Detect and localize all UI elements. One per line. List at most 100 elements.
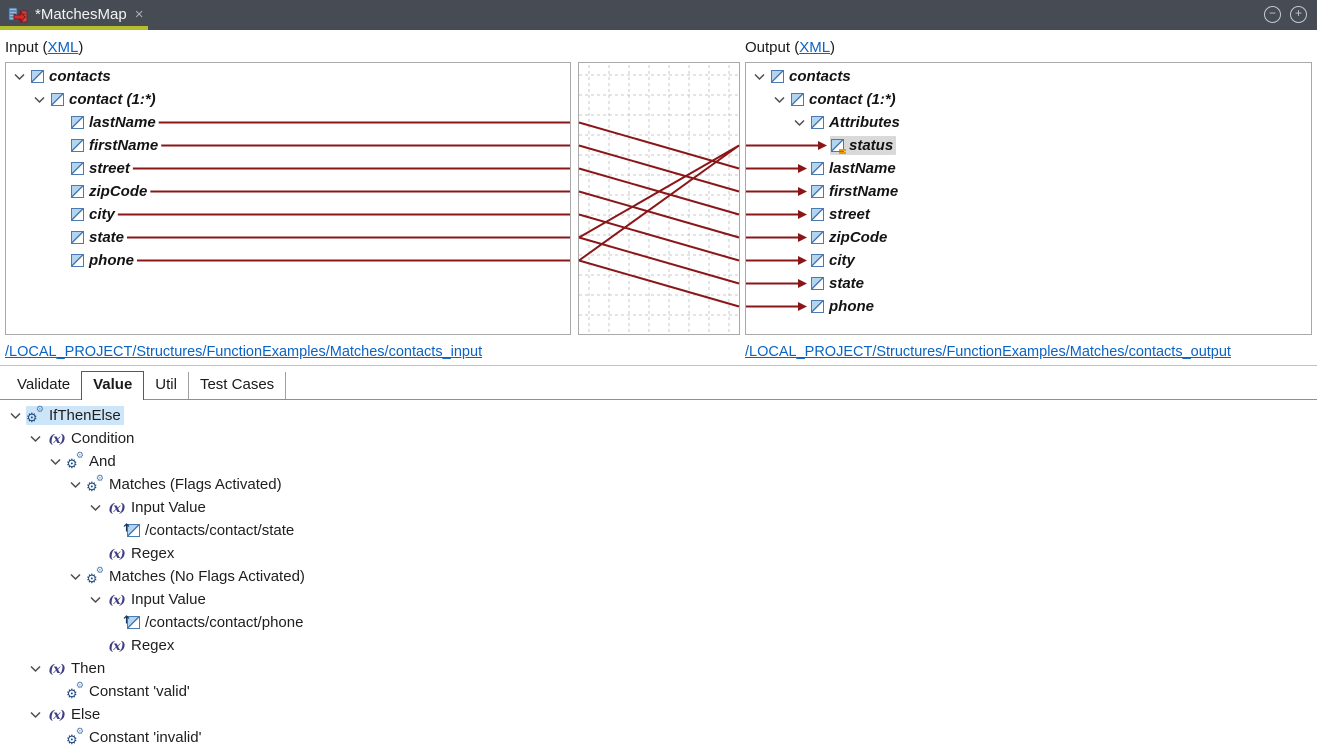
tree-item-input-value[interactable]: (x) Input Value (2, 496, 1317, 519)
expander-chevron-icon[interactable] (70, 573, 81, 581)
tree-item-input-value[interactable]: (x)Input Value (2, 588, 1317, 611)
xml-element-icon (811, 231, 824, 244)
variable-icon: (x) (108, 546, 125, 561)
tree-item-constant-invalid[interactable]: ⚙⚙Constant 'invalid' (2, 726, 1317, 749)
tree-item-matches-no-flags-activated[interactable]: ⚙⚙Matches (No Flags Activated) (2, 565, 1317, 588)
tab-test-cases[interactable]: Test Cases (189, 372, 287, 399)
tree-item-label: firstName (829, 183, 899, 200)
tree-item-lastname[interactable]: lastName (746, 157, 1311, 180)
tree-item-condition[interactable]: (x)Condition (2, 427, 1317, 450)
tree-item-state[interactable]: state (746, 272, 1311, 295)
tree-item-label: contact (1:*) (809, 91, 896, 108)
expander-chevron-icon[interactable] (10, 412, 21, 420)
variable-icon: (x) (48, 707, 65, 722)
collapse-icon[interactable]: − (1264, 6, 1281, 23)
expander-chevron-icon[interactable] (30, 711, 41, 719)
input-xml-link[interactable]: XML (47, 39, 79, 56)
function-gears-icon: ⚙⚙ (26, 404, 44, 425)
tree-item-contact-1[interactable]: contact (1:*) (746, 88, 1311, 111)
output-structure-link[interactable]: /LOCAL_PROJECT/Structures/FunctionExampl… (745, 344, 1231, 360)
tree-item-constant-valid[interactable]: ⚙⚙Constant 'valid' (2, 680, 1317, 703)
expander-chevron-icon[interactable] (14, 73, 25, 81)
tree-item-content: state (810, 274, 867, 293)
output-pane-header: Output (XML) (745, 39, 835, 56)
function-gears-icon: ⚙⚙ (86, 565, 104, 586)
output-xml-link[interactable]: XML (799, 39, 831, 56)
tree-item-status[interactable]: status (746, 134, 1311, 157)
input-structure-link[interactable]: /LOCAL_PROJECT/Structures/FunctionExampl… (5, 344, 483, 360)
tree-item-contacts[interactable]: contacts (746, 65, 1311, 88)
tree-item-firstname[interactable]: firstName (746, 180, 1311, 203)
close-icon[interactable]: × (134, 5, 144, 23)
tree-item-phone[interactable]: phone (746, 295, 1311, 318)
tree-item-attributes[interactable]: Attributes (746, 111, 1311, 134)
variable-icon: (x) (108, 500, 125, 515)
canvas-grid (579, 65, 739, 334)
tree-item-regex[interactable]: (x)Regex (2, 542, 1317, 565)
expander-chevron-icon[interactable] (30, 435, 41, 443)
tree-item-content: contact (1:*) (790, 90, 899, 109)
expander-chevron-icon[interactable] (754, 73, 765, 81)
tree-item-contacts-contact-state[interactable]: /contacts/contact/state (2, 519, 1317, 542)
pane-splitter[interactable] (0, 365, 1317, 372)
tree-item-label: status (849, 137, 894, 154)
tree-item-then[interactable]: (x)Then (2, 657, 1317, 680)
tree-item-firstname[interactable]: firstName (6, 134, 570, 157)
tree-item-label: zipCode (89, 183, 148, 200)
tree-item-city[interactable]: city (746, 249, 1311, 272)
function-canvas-panel (578, 62, 740, 335)
tree-item-lastname[interactable]: lastName (6, 111, 570, 134)
tree-item-label: Matches (Flags Activated) (109, 476, 282, 493)
tree-item-matches-flags-activated[interactable]: ⚙⚙Matches (Flags Activated) (2, 473, 1317, 496)
tree-item-contacts-contact-phone[interactable]: /contacts/contact/phone (2, 611, 1317, 634)
tree-item-state[interactable]: state (6, 226, 570, 249)
xml-element-icon (71, 162, 84, 175)
expander-chevron-icon[interactable] (90, 596, 101, 604)
tree-item-street[interactable]: street (746, 203, 1311, 226)
expander-chevron-icon[interactable] (90, 504, 101, 512)
tree-item-street[interactable]: street (6, 157, 570, 180)
tree-item-label: Input Value (131, 499, 206, 516)
document-tab[interactable]: *MatchesMap × (0, 0, 153, 30)
tree-item-contacts[interactable]: contacts (6, 65, 570, 88)
tab-util[interactable]: Util (144, 372, 189, 399)
tree-item-label: Input Value (131, 591, 206, 608)
tree-item-city[interactable]: city (6, 203, 570, 226)
xml-attribute-icon (831, 139, 846, 154)
tree-item-zipcode[interactable]: zipCode (6, 180, 570, 203)
expander-chevron-icon[interactable] (50, 458, 61, 466)
variable-icon: (x) (108, 638, 125, 653)
function-gears-icon: ⚙⚙ (66, 726, 84, 747)
tree-item-content: (x)Then (46, 659, 108, 678)
output-schema-panel: contacts contact (1:*) Attributes status las… (745, 62, 1312, 335)
expander-chevron-icon[interactable] (774, 96, 785, 104)
tree-item-and[interactable]: ⚙⚙And (2, 450, 1317, 473)
tab-validate[interactable]: Validate (17, 376, 71, 393)
tree-item-label: state (829, 275, 865, 292)
tree-item-content: phone (810, 297, 877, 316)
tree-item-ifthenelse[interactable]: ⚙⚙IfThenElse (2, 404, 1317, 427)
tree-item-label: street (89, 160, 130, 177)
expand-icon[interactable]: + (1290, 6, 1307, 23)
tree-item-contact-1[interactable]: contact (1:*) (6, 88, 570, 111)
tree-item-label: zipCode (829, 229, 888, 246)
tree-item-label: /contacts/contact/state (145, 522, 295, 539)
xml-element-icon (811, 254, 824, 267)
tree-item-phone[interactable]: phone (6, 249, 570, 272)
tree-item-zipcode[interactable]: zipCode (746, 226, 1311, 249)
tree-item-regex[interactable]: (x)Regex (2, 634, 1317, 657)
tree-item-content: contacts (770, 67, 854, 86)
tree-item-label: Condition (71, 430, 135, 447)
expander-chevron-icon[interactable] (34, 96, 45, 104)
tree-item-content: lastName (70, 113, 159, 132)
expander-chevron-icon[interactable] (70, 481, 81, 489)
expander-chevron-icon[interactable] (794, 119, 805, 127)
xml-element-icon (811, 300, 824, 313)
tab-value[interactable]: Value (81, 371, 145, 400)
xml-element-icon (71, 185, 84, 198)
tree-item-else[interactable]: (x)Else (2, 703, 1317, 726)
expander-chevron-icon[interactable] (30, 665, 41, 673)
tree-item-label: city (89, 206, 115, 223)
input-arrow-mark (123, 611, 130, 629)
